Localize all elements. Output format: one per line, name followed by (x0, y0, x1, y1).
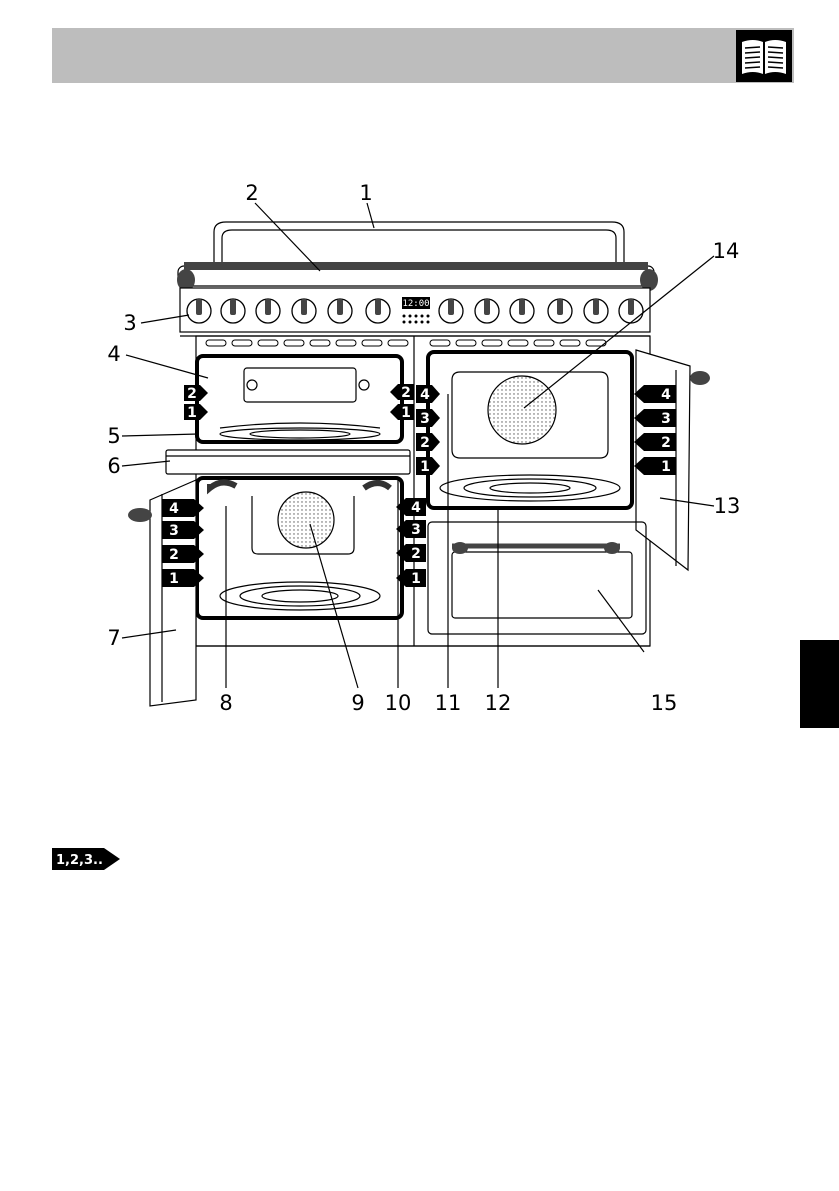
callout-2: 2 (245, 181, 258, 205)
section-tab (800, 640, 839, 728)
callout-labels: 1 2 3 4 5 6 7 8 9 10 11 12 13 14 15 (107, 181, 740, 715)
callout-1: 1 (359, 181, 372, 205)
shelf-level-label: 2 (169, 547, 179, 563)
cooker-diagram: 12:00 2 1 2 1 4 3 2 1 4 3 2 1 (107, 181, 740, 715)
shelf-level-label: 2 (411, 546, 421, 562)
callout-5: 5 (107, 424, 120, 448)
shelf-level-label: 1 (420, 459, 430, 475)
callout-9: 9 (351, 691, 364, 715)
clock-display (402, 297, 430, 309)
callout-6: 6 (107, 454, 120, 478)
open-book-icon (736, 30, 792, 82)
clock-display-text: 12:00 (402, 299, 429, 309)
shelf-level-label: 3 (169, 523, 179, 539)
shelf-level-label: 2 (420, 435, 430, 451)
right-main-oven (426, 350, 634, 510)
left-oven-shelf-markers: 4 3 2 1 4 3 2 1 (162, 498, 426, 587)
shelf-level-label: 2 (401, 385, 411, 401)
shelf-level-label: 3 (411, 522, 421, 538)
shelf-level-label: 3 (420, 411, 430, 427)
callout-10: 10 (385, 691, 412, 715)
callout-12: 12 (485, 691, 512, 715)
grill-shelf-markers: 2 1 2 1 (184, 384, 414, 421)
shelf-level-label: 1 (187, 405, 197, 421)
shelf-level-label: 1 (401, 405, 411, 421)
callout-7: 7 (107, 626, 120, 650)
shelf-level-label: 1 (661, 459, 671, 475)
sequence-badge: 1,2,3.. (52, 848, 120, 870)
left-oven-fan (277, 491, 335, 549)
callout-3: 3 (123, 311, 136, 335)
right-oven-shelf-markers: 4 3 2 1 4 3 2 1 (416, 385, 676, 475)
glass-lid (213, 221, 625, 268)
callout-13: 13 (714, 494, 741, 518)
shelf-level-label: 2 (661, 435, 671, 451)
control-panel (179, 287, 651, 333)
shelf-level-label: 1 (411, 571, 421, 587)
grill-compartment (195, 354, 404, 444)
cooker-body (195, 335, 651, 647)
shelf-level-label: 4 (420, 387, 430, 403)
shelf-level-label: 2 (187, 386, 197, 402)
callout-14: 14 (713, 239, 740, 263)
shelf-level-label: 3 (661, 411, 671, 427)
leader-lines (121, 202, 715, 689)
shelf-level-label: 4 (661, 387, 671, 403)
header-bar (52, 28, 794, 83)
callout-11: 11 (435, 691, 462, 715)
callout-4: 4 (107, 342, 120, 366)
callout-15: 15 (651, 691, 678, 715)
control-knobs (186, 298, 644, 324)
shelf-level-label: 4 (169, 501, 179, 517)
callout-8: 8 (219, 691, 232, 715)
right-oven-fan (487, 375, 557, 445)
shelf-level-label: 1 (169, 571, 179, 587)
sequence-badge-label: 1,2,3.. (56, 853, 103, 868)
shelf-level-label: 4 (411, 500, 421, 516)
grill-tray (165, 449, 411, 475)
storage-compartment (427, 521, 647, 635)
